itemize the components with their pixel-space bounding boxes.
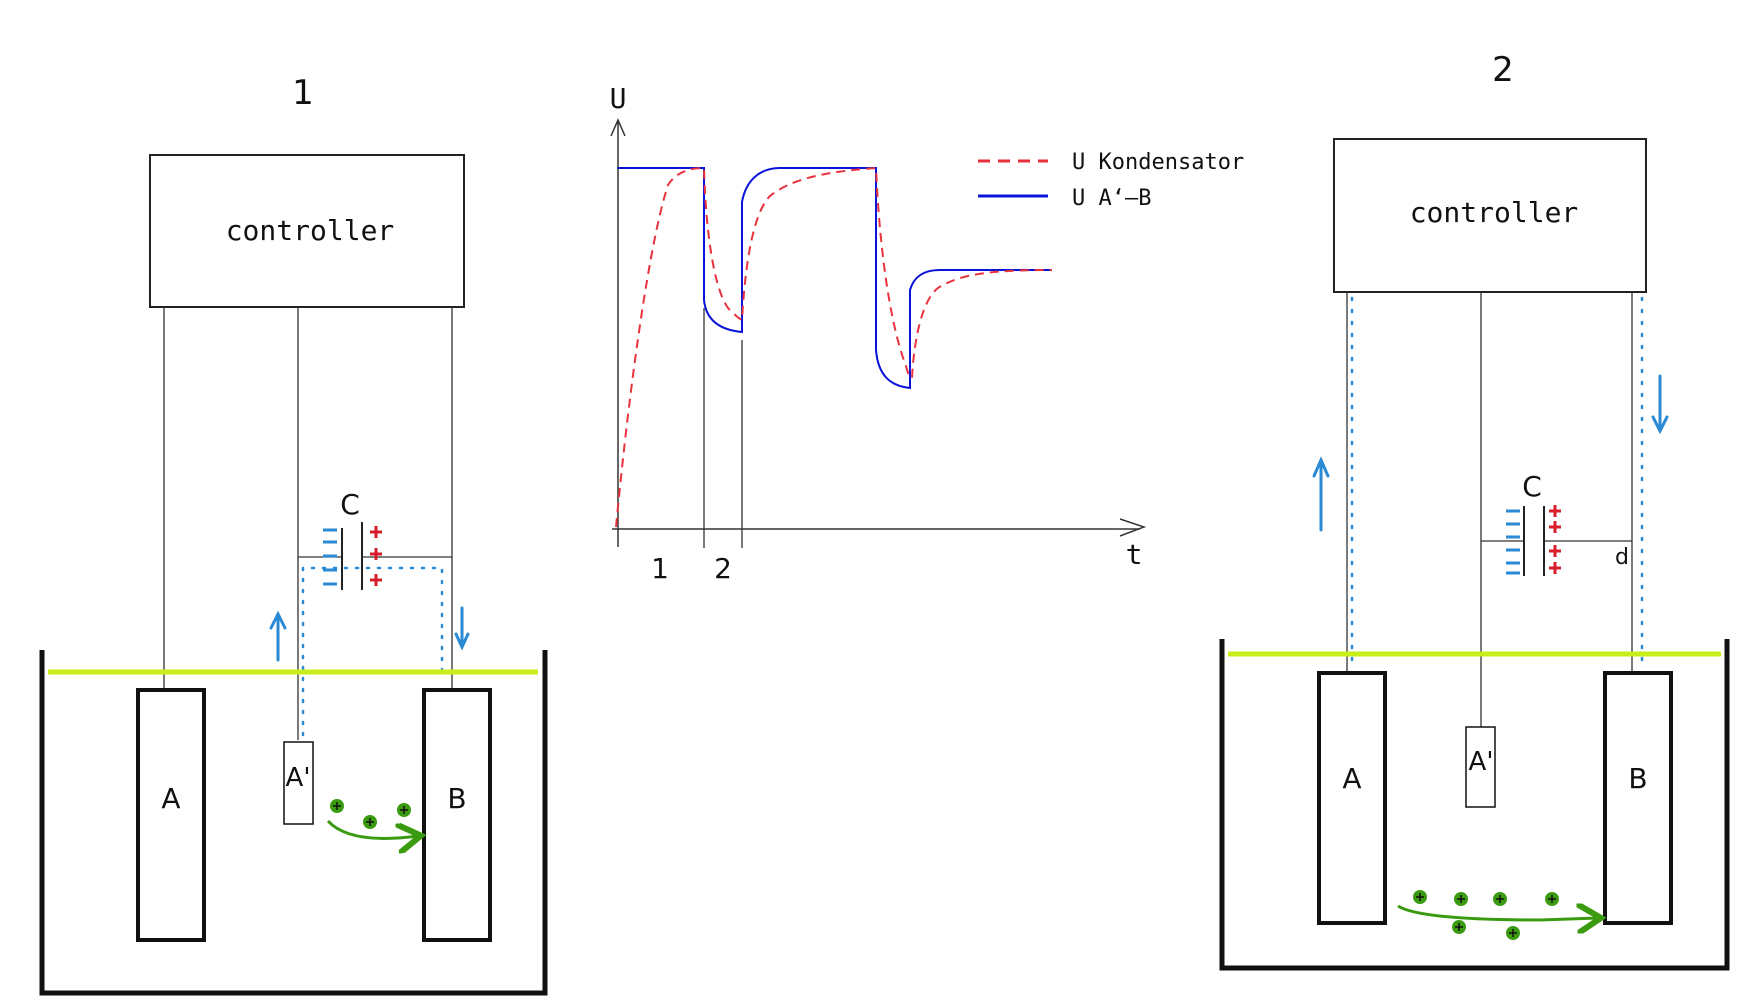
electrode-b: B (1603, 671, 1673, 925)
legend-item-u-ab: U A‘–B (978, 186, 1151, 211)
ions (330, 799, 411, 829)
current-arrow-down-icon (1651, 374, 1669, 435)
marker-2-label: 2 (714, 552, 732, 585)
capacitor-label: C (1522, 470, 1542, 503)
ion (1506, 926, 1520, 940)
capacitor: C (323, 488, 382, 590)
wires (163, 307, 453, 740)
series-u-ab (617, 167, 1052, 390)
negative-charges (323, 528, 337, 586)
ion (1452, 920, 1466, 934)
ion-flow-arrow (1397, 906, 1598, 920)
electrode-a-label: A (1342, 762, 1361, 795)
panel-2-number: 2 (1492, 50, 1514, 90)
beaker (1219, 639, 1730, 971)
legend: U Kondensator U A‘–B (978, 150, 1244, 211)
legend-label: U Kondensator (1072, 150, 1244, 175)
electrode-b-label: B (1628, 762, 1647, 795)
controller-label: controller (226, 214, 395, 247)
x-axis-label: t (1126, 538, 1143, 571)
ion (397, 803, 411, 817)
x-axis (612, 518, 1147, 537)
positive-charges (370, 526, 382, 586)
positive-charges (1549, 505, 1561, 574)
ion (1413, 890, 1427, 904)
current-arrow-up-icon (1312, 456, 1330, 532)
legend-label: U A‘–B (1072, 186, 1151, 211)
y-axis (610, 118, 626, 547)
electrode-a: A (1317, 671, 1387, 925)
voltage-graph: U t 1 2 U Kondensator U A‘–B (610, 82, 1245, 585)
capacitor-label: C (340, 488, 360, 521)
electrode-a-label: A (161, 782, 180, 815)
controller-box: controller (149, 154, 465, 308)
electrode-a-prime-label: A' (1469, 747, 1494, 777)
ion (363, 815, 377, 829)
ion (330, 799, 344, 813)
electrode-a: A (136, 688, 206, 942)
controller-box: controller (1333, 138, 1647, 293)
current-path (1350, 296, 1644, 662)
electrode-b: B (422, 688, 492, 942)
electrode-a-prime: A' (283, 741, 314, 825)
current-arrow-down-icon (454, 606, 470, 651)
ion (1545, 892, 1559, 906)
controller-label: controller (1410, 196, 1579, 229)
current-path (301, 566, 444, 737)
negative-charges (1506, 509, 1520, 575)
electrode-a-prime-label: A' (286, 763, 311, 793)
ions (1413, 890, 1559, 940)
current-arrow-up-icon (269, 610, 287, 662)
marker-1-label: 1 (651, 552, 669, 585)
capacitor: C d (1506, 470, 1629, 576)
gap-label: d (1615, 545, 1629, 570)
markers (703, 308, 743, 548)
electrode-a-prime: A' (1465, 726, 1496, 808)
panel-2: 2 controller C d (1219, 50, 1730, 971)
beaker (39, 650, 548, 996)
wires (1346, 292, 1633, 727)
ion (1454, 892, 1468, 906)
ion (1493, 892, 1507, 906)
electrode-b-label: B (447, 782, 466, 815)
y-axis-label: U (610, 82, 627, 115)
panel-1: 1 controller C (39, 73, 548, 996)
series-u-kondensator (615, 166, 1053, 528)
ion-flow-arrow (326, 819, 418, 838)
panel-1-number: 1 (292, 73, 314, 113)
legend-item-u-kondensator: U Kondensator (978, 150, 1244, 175)
